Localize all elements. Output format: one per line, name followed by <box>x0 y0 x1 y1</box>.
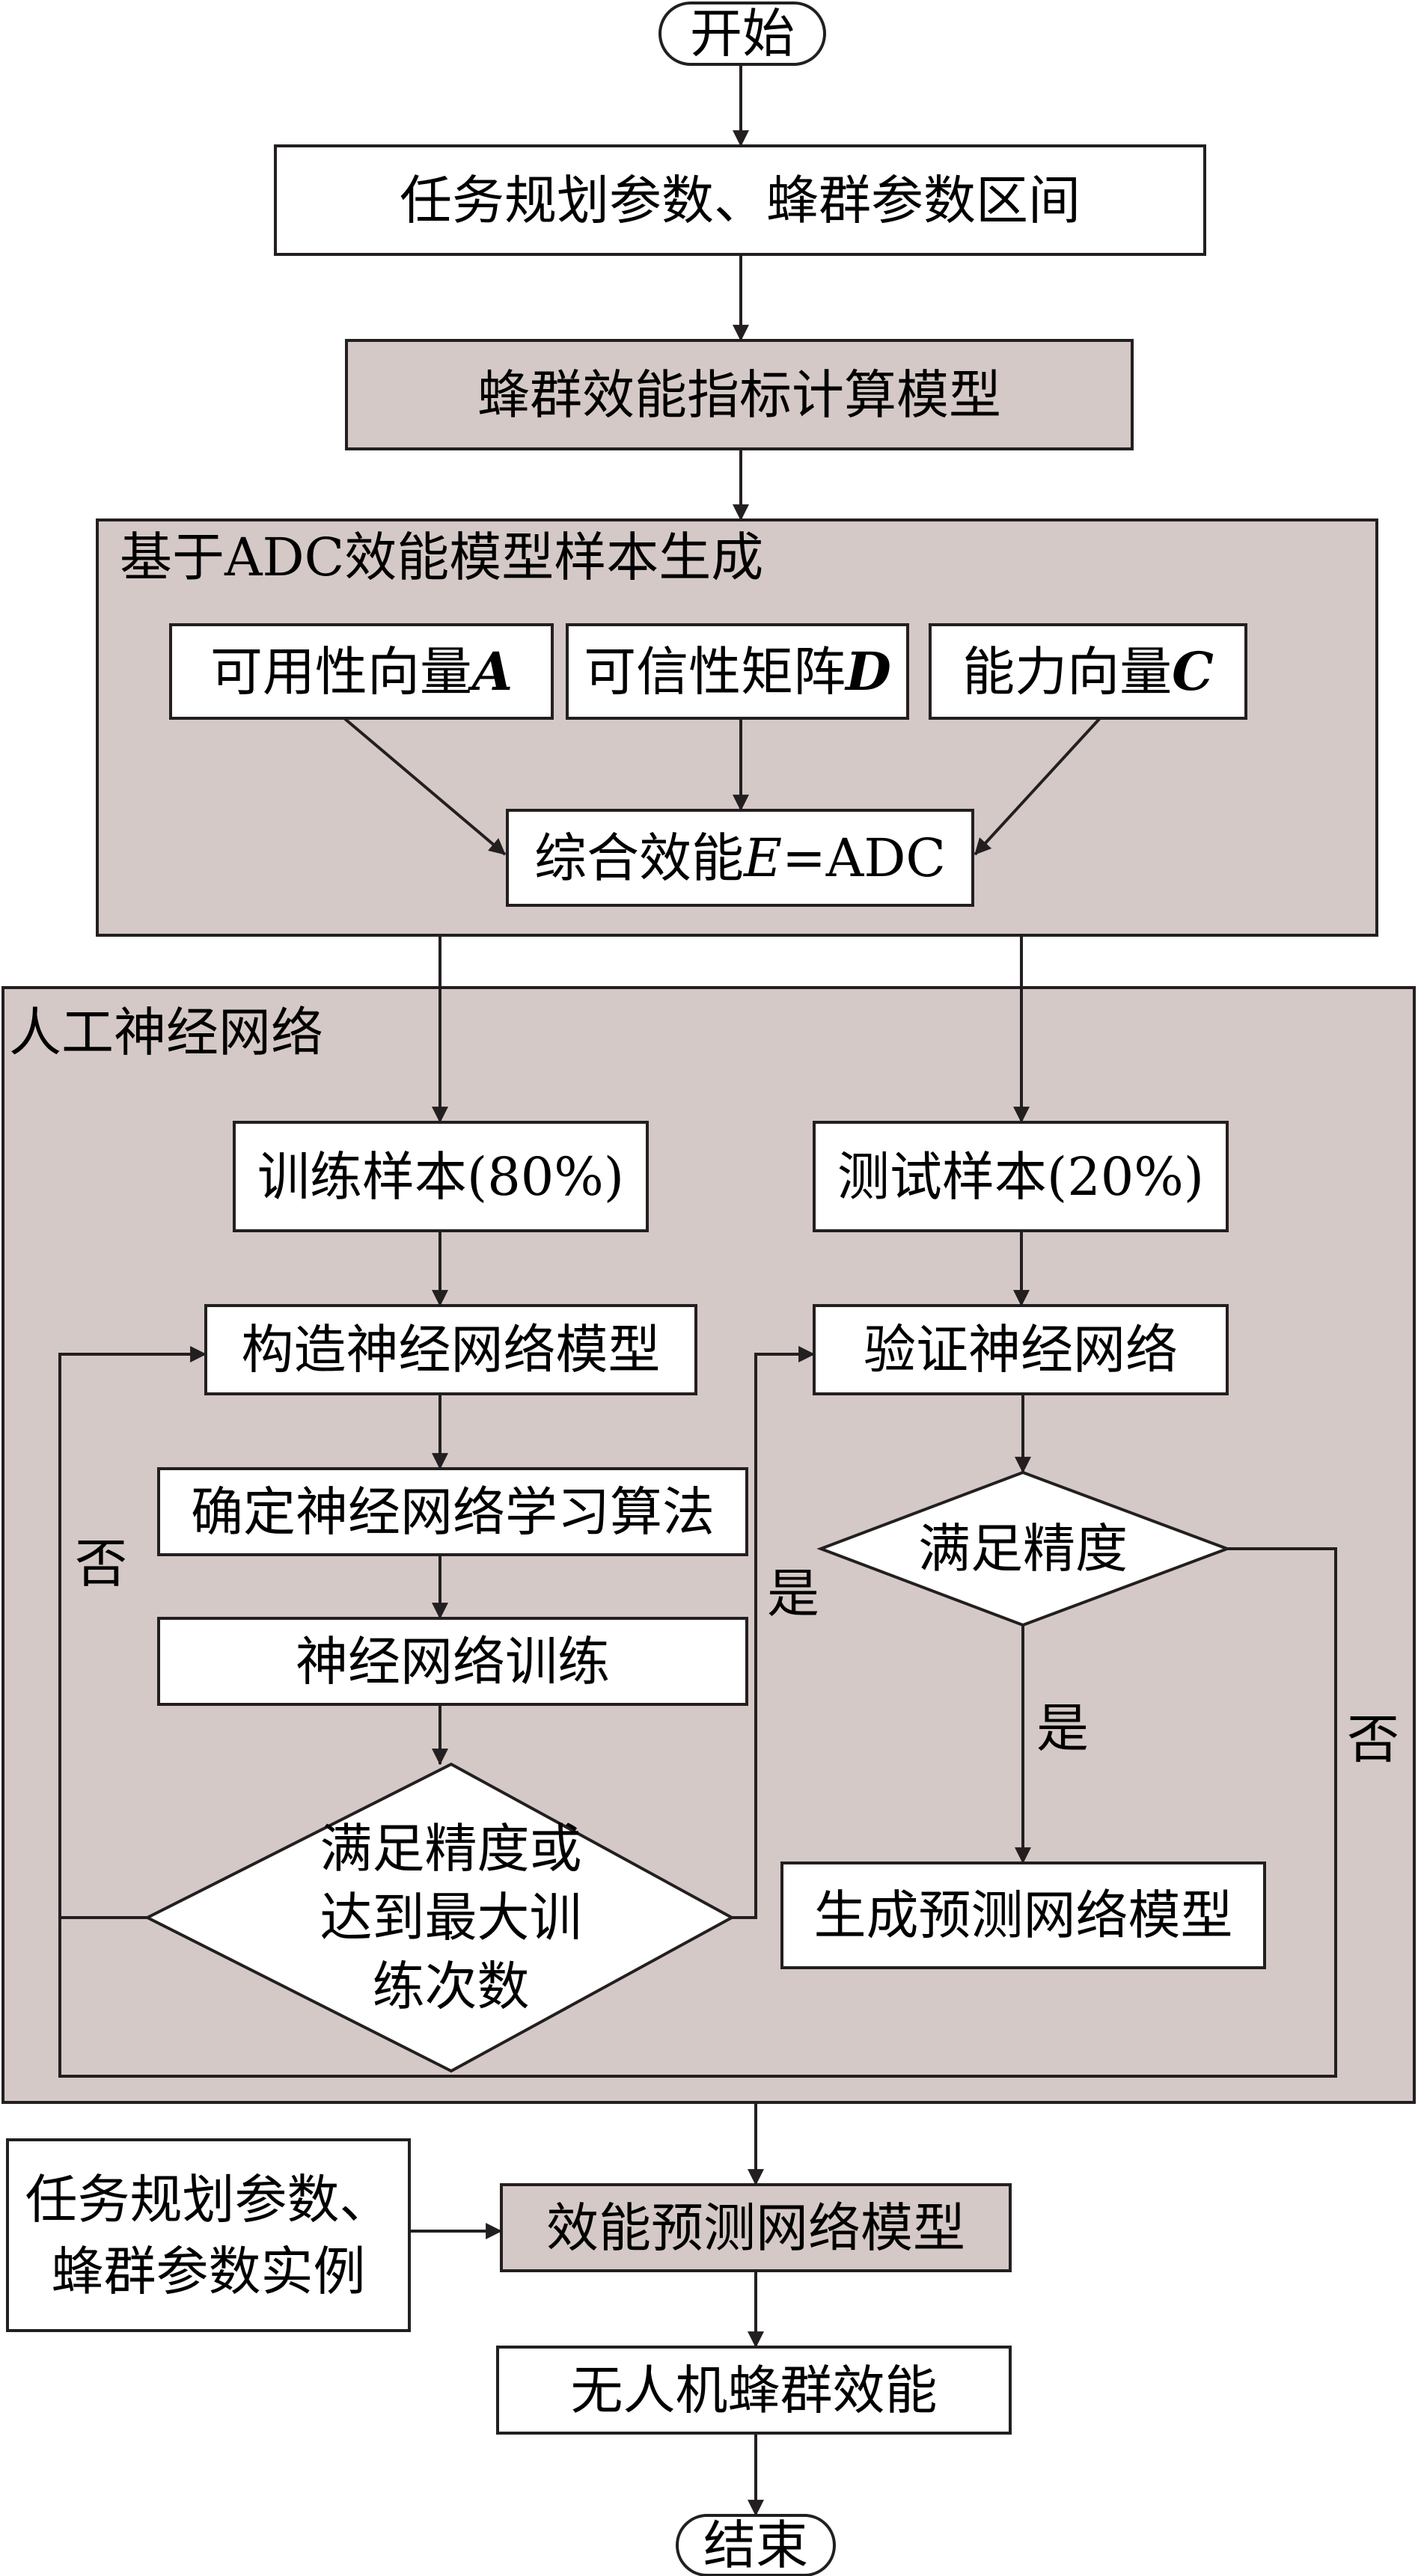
precision-or-max-label: 满足精度或达到最大训练次数 <box>320 1818 582 2017</box>
build-model-box <box>204 1304 697 1395</box>
effectiveness-prefix: 综合效能 <box>534 827 744 889</box>
train-samples-label: 训练样本(80%) <box>257 1145 625 1208</box>
capability-symbol: C <box>1172 640 1214 703</box>
prediction-model-box <box>500 2183 1012 2272</box>
arrow-capability-to-effectiveness <box>974 717 1101 856</box>
capability-text: 能力向量 <box>962 640 1173 703</box>
adc-group-title: 基于ADC效能模型样本生成 <box>120 527 764 588</box>
params-range-box <box>274 144 1206 256</box>
learning-algorithm-box <box>157 1467 748 1556</box>
loop-no-to-build <box>58 1346 207 1919</box>
dependability-symbol: D <box>846 640 891 703</box>
params-range-label: 任务规划参数、蜂群参数区间 <box>400 169 1081 231</box>
edge-label-yes-mid: 是 <box>767 1563 819 1624</box>
prediction-model-label: 效能预测网络模型 <box>546 2197 965 2259</box>
start-label: 开始 <box>690 3 795 64</box>
effectiveness-symbol: E <box>744 827 783 889</box>
precision-or-max-decision <box>144 1762 736 2073</box>
instance-params-label: 任务规划参数、蜂群参数实例 <box>25 2168 392 2302</box>
dependability-box <box>566 623 909 720</box>
end-label: 结束 <box>703 2515 808 2576</box>
capability-box <box>929 623 1247 720</box>
precision-check-label: 满足精度 <box>918 1518 1128 1579</box>
training-label: 神经网络训练 <box>296 1630 610 1692</box>
effectiveness-suffix: =ADC <box>782 827 946 889</box>
ann-group-title: 人工神经网络 <box>9 1002 323 1063</box>
build-model-label: 构造神经网络模型 <box>241 1319 661 1380</box>
swarm-effectiveness-label: 无人机蜂群效能 <box>570 2359 938 2421</box>
loop-yes-to-verify <box>732 1346 816 1919</box>
verify-network-label: 验证神经网络 <box>864 1319 1178 1380</box>
arrow-availability-to-effectiveness <box>343 717 507 856</box>
metric-model-label: 蜂群效能指标计算模型 <box>477 364 1001 426</box>
test-samples-box <box>813 1121 1229 1232</box>
dependability-text: 可信性矩阵 <box>584 640 846 703</box>
learning-algorithm-label: 确定神经网络学习算法 <box>191 1481 715 1543</box>
loop-precision-no-to-build <box>58 1547 1337 2078</box>
generate-model-box <box>780 1861 1266 1969</box>
availability-box <box>169 623 554 720</box>
training-box <box>157 1617 748 1706</box>
test-samples-label: 测试样本(20%) <box>837 1145 1205 1208</box>
availability-text: 可用性向量 <box>210 640 472 703</box>
instance-params-box <box>6 2138 411 2332</box>
edge-label-no-left: 否 <box>75 1533 127 1594</box>
availability-symbol: A <box>471 640 513 703</box>
effectiveness-box <box>506 809 974 907</box>
edge-label-yes-right: 是 <box>1036 1698 1089 1759</box>
generate-model-label: 生成预测网络模型 <box>813 1885 1233 1946</box>
edge-label-no-right: 否 <box>1347 1709 1399 1770</box>
